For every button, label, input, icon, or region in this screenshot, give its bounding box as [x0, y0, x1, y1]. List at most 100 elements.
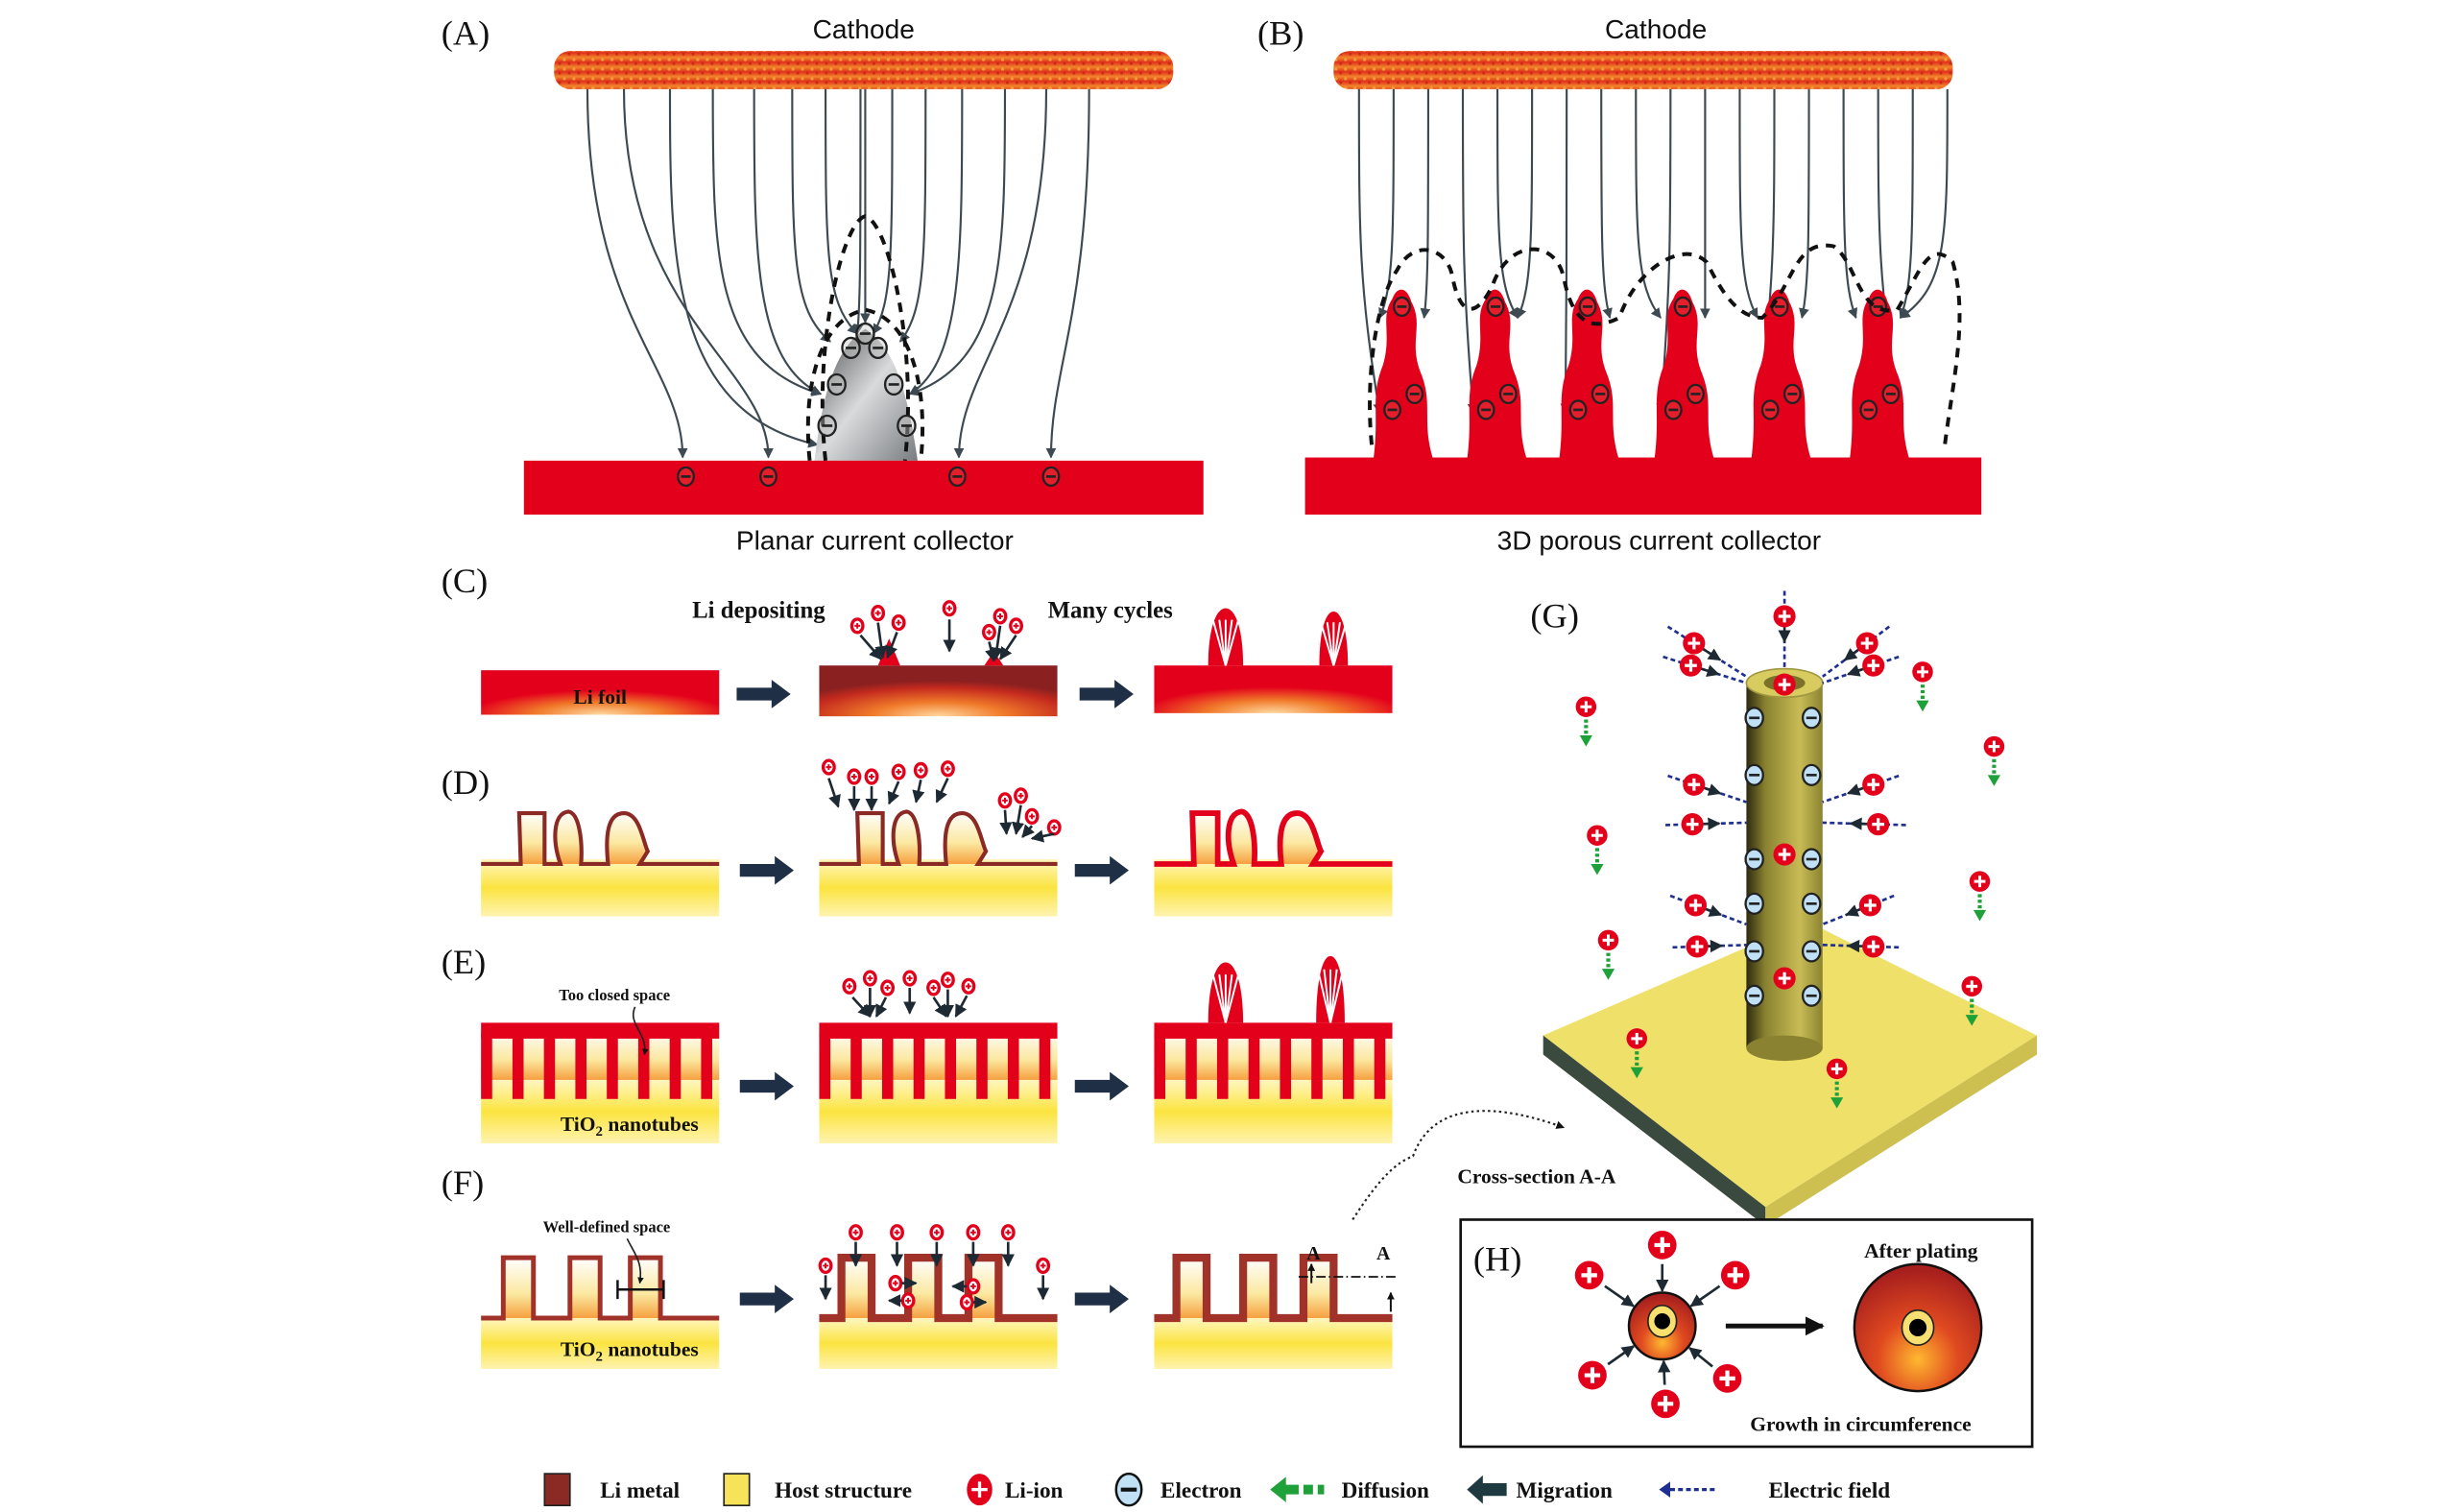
planar-collector-label: Planar current collector [736, 525, 1014, 555]
li-top-layer [1154, 1022, 1393, 1039]
plus-glyph [997, 613, 1003, 619]
migration-arrow-icon [851, 996, 872, 1018]
dendrite-branch [1316, 969, 1332, 1023]
panel-d: (D) [442, 758, 1393, 917]
cathode-a [554, 51, 1174, 89]
legend-item-host-structure: Host structure [723, 1473, 912, 1507]
panel-label-g: (G) [1530, 597, 1579, 636]
plus-glyph [1657, 1396, 1674, 1412]
panel-c: (C) Li depositing Many cycles Li foil [442, 562, 1393, 717]
li-ion-icon [1684, 894, 1708, 917]
li-ion-icon [1046, 819, 1062, 836]
diffusion-arrow-icon [1270, 1476, 1325, 1502]
migration-arrow-icon [1011, 804, 1025, 835]
electron-icon [826, 372, 847, 396]
electron-icon [1744, 892, 1764, 915]
plus-glyph [1966, 980, 1978, 993]
migration-arrow-icon [1467, 1475, 1507, 1504]
too-closed-space-label: Too closed space [559, 986, 670, 1004]
plus-glyph [1581, 1267, 1597, 1284]
electric-field-line [908, 88, 1007, 396]
legend-item-electric-field: Electric field [1659, 1478, 1890, 1503]
plus-glyph [1687, 636, 1701, 650]
migration-arrow-icon [1021, 824, 1035, 838]
li-ion-icon [888, 1275, 903, 1292]
li-ion-icon [1858, 894, 1881, 917]
migration-arrow-icon [1658, 1359, 1671, 1385]
plus-glyph [1029, 813, 1035, 820]
li-ions-g [1575, 590, 2005, 1109]
li-ion-icon [1862, 654, 1885, 677]
dendrite-branch [1211, 973, 1227, 1023]
li-ion-icon [1009, 617, 1023, 635]
migration-arrow-icon [935, 778, 949, 804]
host-structure-swatch-icon [723, 1473, 751, 1507]
migration-arrow-icon [859, 634, 882, 660]
plus-glyph [892, 1280, 898, 1286]
host-substrate-side [1543, 1035, 1766, 1227]
plus-glyph [906, 975, 913, 981]
nanotube-wall [913, 1032, 925, 1099]
diffusion-arrow-head [1579, 734, 1592, 747]
plus-glyph [1631, 1032, 1643, 1044]
tio2-nanotubes-f-step [819, 1254, 1058, 1369]
electron-icon [1859, 399, 1878, 420]
li-ions-h [1574, 1231, 1750, 1419]
migration-arrow-icon [827, 778, 841, 808]
electric-field-line [1560, 88, 1571, 415]
plus-glyph [945, 765, 951, 772]
electron-icon [868, 336, 888, 360]
plus-glyph [825, 764, 832, 770]
process-arrow-icon [739, 1284, 794, 1314]
process-arrow-icon [1074, 855, 1129, 885]
electron-icon [1744, 940, 1764, 963]
plus-glyph [1778, 972, 1791, 985]
mossy-dendrites-c [1208, 608, 1349, 666]
li-ion-icon [993, 608, 1008, 625]
electric-field-line [1378, 88, 1395, 319]
plus-glyph [1584, 1367, 1601, 1383]
plus-glyph [869, 774, 874, 780]
plus-glyph [1727, 1267, 1744, 1284]
plus-glyph [867, 975, 873, 981]
panel-label-f: (F) [442, 1164, 484, 1202]
plus-glyph [823, 1262, 828, 1269]
li-foil-depositing [819, 665, 1058, 717]
legend-label: Li metal [600, 1478, 680, 1503]
cross-section-title: Cross-section A-A [1457, 1164, 1615, 1188]
electrons-g [1744, 707, 1822, 1007]
li-ions-d [821, 758, 1062, 843]
panel-h: Cross-section A-A (H) After plating Grow… [1457, 1164, 2034, 1449]
diffusion-arrow-head [1630, 1067, 1643, 1079]
porous-collector-label: 3D porous current collector [1497, 525, 1821, 555]
li-ion-icon [891, 763, 906, 780]
li-depositing-title: Li depositing [692, 598, 825, 624]
electrons-a [677, 322, 1061, 488]
host-base [1154, 1318, 1393, 1369]
plus-glyph [1719, 1370, 1735, 1387]
li-ion-icon [1867, 813, 1890, 836]
electric-field-line [1045, 88, 1090, 459]
host-base [819, 859, 1058, 917]
nanotube-wall [512, 1032, 524, 1099]
plus-glyph [874, 610, 881, 616]
dendrite-branch [1332, 622, 1341, 666]
li-ion-icon [1681, 813, 1704, 836]
li-metal-swatch-icon [543, 1473, 571, 1507]
electron-icon [855, 322, 875, 346]
plus-glyph [1580, 701, 1592, 713]
plus-glyph [1867, 940, 1880, 953]
legend-label: Li-ion [1005, 1478, 1064, 1503]
li-ion-icon [1969, 871, 1991, 892]
li-ion-icon [929, 1224, 945, 1241]
nanotube-wall [819, 1032, 831, 1099]
li-ion-icon [821, 758, 836, 776]
dendrite-branch [1211, 619, 1227, 666]
nanotube-wall [1039, 1032, 1051, 1099]
plus-glyph [1013, 622, 1019, 629]
electron-icon [1405, 383, 1424, 405]
li-ion-icon [900, 1292, 916, 1309]
li-ion-icon [1578, 1360, 1607, 1390]
li-ion-icon [1651, 1389, 1680, 1419]
li-ion-icon [966, 1278, 981, 1295]
